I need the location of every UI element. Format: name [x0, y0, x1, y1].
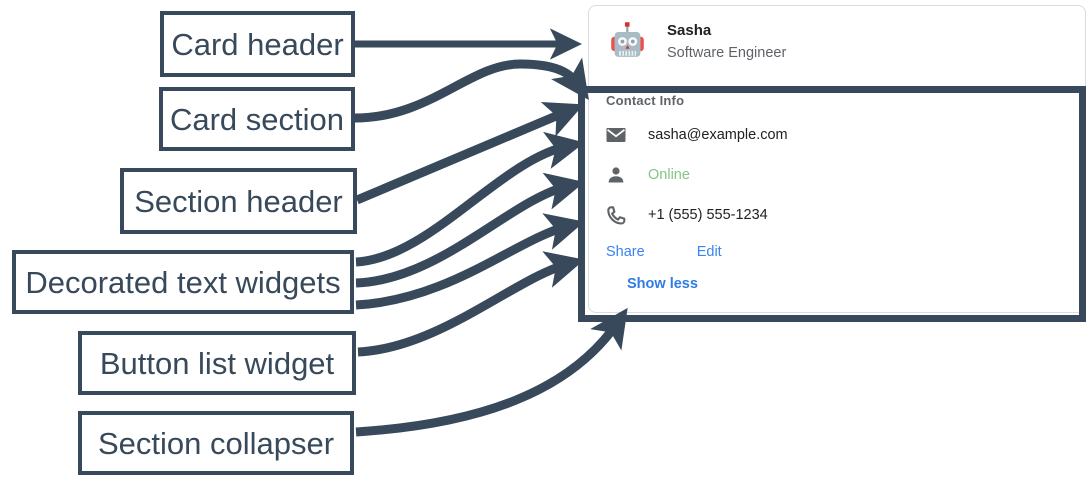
share-button[interactable]: Share	[606, 244, 645, 260]
arrow-section-collapser	[355, 307, 628, 437]
callout-card-section-label: Card section	[169, 101, 345, 137]
decorated-text-email-value: sasha@example.com	[648, 127, 788, 143]
callout-button-list-widget-label: Button list widget	[99, 345, 335, 381]
card-header-text: Sasha Software Engineer	[667, 21, 786, 63]
callout-section-header: Section header	[120, 168, 357, 234]
callout-section-header-label: Section header	[134, 183, 343, 219]
email-icon	[605, 124, 627, 146]
card-header-title: Sasha	[667, 22, 712, 39]
callout-button-list-widget: Button list widget	[78, 331, 356, 395]
card-section: Contact Info sasha@example.com	[589, 79, 1085, 312]
arrow-button-list	[357, 251, 585, 357]
callout-decorated-text-widgets-label: Decorated text widgets	[25, 264, 341, 300]
callout-card-header: Card header	[160, 11, 355, 77]
phone-icon	[605, 204, 627, 226]
person-icon	[605, 164, 627, 186]
button-list-widget: Share Edit	[606, 242, 1069, 262]
callout-decorated-text-widgets: Decorated text widgets	[12, 250, 354, 314]
arrow-decorated-text-1	[355, 131, 585, 267]
arrow-section-header	[355, 101, 584, 205]
callout-section-collapser: Section collapser	[78, 411, 354, 475]
contact-card: Sasha Software Engineer Contact Info sas…	[588, 5, 1086, 313]
section-header: Contact Info	[606, 93, 685, 108]
card-header-subtitle: Software Engineer	[667, 45, 787, 61]
edit-button[interactable]: Edit	[696, 244, 722, 260]
card-header: Sasha Software Engineer	[589, 6, 1085, 79]
contact-card-wrapper: Sasha Software Engineer Contact Info sas…	[588, 5, 1086, 313]
arrow-decorated-text-2	[355, 172, 585, 288]
callout-card-header-label: Card header	[171, 26, 344, 62]
section-collapser-button[interactable]: Show less	[627, 276, 698, 292]
callout-card-section: Card section	[159, 87, 355, 151]
decorated-text-email[interactable]: sasha@example.com	[605, 122, 1069, 148]
decorated-text-phone[interactable]: +1 (555) 555-1234	[605, 202, 1069, 228]
decorated-text-phone-value: +1 (555) 555-1234	[648, 207, 768, 223]
arrow-decorated-text-3	[355, 213, 585, 310]
arrow-card-section	[354, 57, 589, 123]
robot-avatar-icon	[611, 22, 644, 57]
decorated-text-status[interactable]: Online	[605, 162, 1069, 188]
decorated-text-status-value: Online	[648, 167, 690, 183]
callout-section-collapser-label: Section collapser	[97, 425, 335, 461]
